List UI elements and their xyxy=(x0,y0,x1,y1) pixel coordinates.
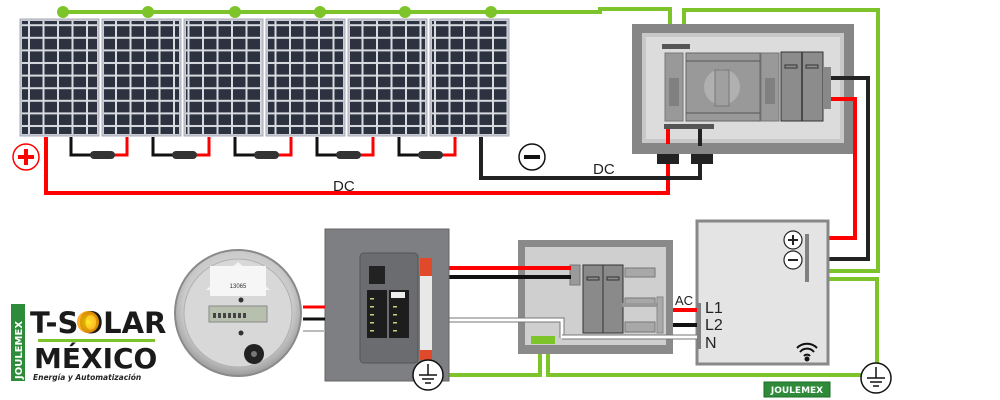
ground-wire-ac-to-inverter xyxy=(546,345,862,377)
solar-panel xyxy=(19,18,100,137)
joulemex-badge-text: JOULEMEX xyxy=(770,386,823,396)
array-negative-icon xyxy=(518,143,546,171)
solar-panel xyxy=(183,18,264,137)
joulemex-badge: JOULEMEX xyxy=(763,381,831,398)
logo-side-brand: JOULEMEX xyxy=(14,321,25,380)
array-positive-icon xyxy=(12,143,40,171)
dc-negative-wire xyxy=(479,137,702,180)
dc-label-negative: DC xyxy=(593,161,615,178)
ground-wires xyxy=(60,7,880,377)
series-connector xyxy=(233,137,293,159)
dc-disconnect-box xyxy=(632,24,854,164)
logo-tagline: Energía y Automatización xyxy=(33,373,141,382)
ground-icon xyxy=(860,362,892,394)
inverter: L1 L2 N xyxy=(695,219,830,366)
ground-wire-array xyxy=(60,7,672,44)
dc-negative-to-inverter xyxy=(808,76,870,261)
company-logo: JOULEMEX T-SOLAR MÉXICO Energía y Automa… xyxy=(11,304,166,382)
utility-meter: 13065 xyxy=(174,249,302,377)
ground-wire-inverter xyxy=(808,277,879,365)
terminal-l2: L2 xyxy=(705,317,723,334)
solar-panel xyxy=(429,18,510,137)
inverter-negative-icon xyxy=(783,250,803,270)
ground-wire-dc-disconnect xyxy=(682,8,880,273)
dc-positive-wire xyxy=(44,137,670,195)
series-connector xyxy=(151,137,211,159)
inverter-positive-icon xyxy=(783,230,803,250)
series-connector xyxy=(315,137,375,159)
ground-icon xyxy=(412,359,444,391)
solar-panel xyxy=(265,18,346,137)
ground-wire-breaker-to-ac xyxy=(438,345,542,377)
logo-line2: MÉXICO xyxy=(34,341,157,375)
breaker-panel xyxy=(324,228,450,382)
series-connector xyxy=(69,137,129,159)
wifi-icon xyxy=(796,342,818,362)
terminal-l1: L1 xyxy=(705,300,723,317)
ac-label: AC xyxy=(675,293,693,308)
solar-array xyxy=(19,18,510,137)
dc-positive-to-inverter xyxy=(808,97,857,240)
sun-icon xyxy=(77,311,99,333)
array-ground-nodes xyxy=(57,6,497,18)
solar-panel xyxy=(101,18,182,137)
dc-label-positive: DC xyxy=(333,178,355,195)
series-connectors xyxy=(69,137,457,159)
solar-panel xyxy=(347,18,428,137)
terminal-n: N xyxy=(705,335,717,352)
series-connector xyxy=(397,137,457,159)
meter-reading: 13065 xyxy=(230,284,247,290)
